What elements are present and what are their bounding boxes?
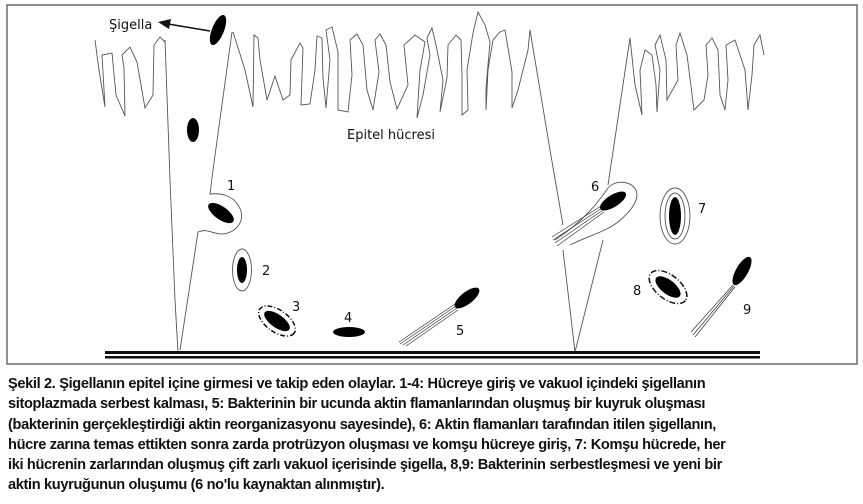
step-label-9: 9 bbox=[743, 303, 751, 318]
shigella-infection-diagram: Şigella Epitel hücresi 1 2 bbox=[6, 4, 858, 365]
caption-line: iki hücrenin zarlarından oluşmuş çift za… bbox=[8, 457, 722, 474]
basement-membrane bbox=[105, 351, 760, 359]
bacterium-7-inner-membrane bbox=[664, 192, 686, 240]
step-label-4: 4 bbox=[344, 311, 352, 326]
bacterium-9 bbox=[732, 256, 752, 286]
microvilli-left bbox=[94, 36, 166, 117]
bacterium-3-vacuole bbox=[257, 305, 297, 337]
caption-line: sitoplazmada serbest kalması, 5: Bakteri… bbox=[8, 396, 706, 413]
cell-boundaries bbox=[164, 29, 638, 353]
caption-line: Şekil 2. Şigellanın epitel içine girmesi… bbox=[8, 376, 706, 392]
shigella-label: Şigella bbox=[109, 18, 152, 33]
figure-frame bbox=[6, 4, 858, 365]
step-label-1: 1 bbox=[227, 179, 235, 194]
caption-line: aktin kuyruğunun oluşumu (6 no'lu kaynak… bbox=[8, 477, 385, 494]
step-label-3: 3 bbox=[292, 300, 300, 315]
actin-tail-9 bbox=[690, 284, 736, 338]
epithelial-cell-label: Epitel hücresi bbox=[347, 128, 435, 143]
bacterium-4 bbox=[333, 327, 365, 337]
bacterium-6 bbox=[599, 191, 627, 211]
bacterium-2 bbox=[237, 257, 247, 283]
step-label-8: 8 bbox=[633, 284, 641, 299]
step-label-7: 7 bbox=[698, 202, 706, 217]
right-cell-boundary-lower bbox=[562, 249, 576, 353]
step-label-5: 5 bbox=[456, 324, 464, 339]
right-cell-boundary-2-lower bbox=[574, 239, 604, 353]
bacterium-entering bbox=[209, 14, 227, 46]
figure-caption: Şekil 2. Şigellanın epitel içine girmesi… bbox=[8, 374, 858, 496]
caption-line: (bakterinin gerçekleştirdiği aktin reorg… bbox=[8, 416, 716, 433]
bacterium-8 bbox=[655, 276, 681, 298]
bacterium-8-vacuole bbox=[648, 269, 688, 305]
bacterium-7 bbox=[669, 197, 681, 235]
step-labels: 1 2 3 4 5 6 7 8 9 bbox=[227, 179, 751, 339]
microvilli bbox=[94, 10, 765, 119]
bacterium-2-vacuole bbox=[232, 248, 252, 292]
bacterium-1 bbox=[208, 202, 234, 224]
bacterium-7-outer-membrane bbox=[659, 187, 691, 245]
right-cell-boundary bbox=[529, 29, 564, 226]
microvilli-right bbox=[629, 31, 765, 116]
bacterium-5 bbox=[454, 287, 480, 309]
actin-tail-6 bbox=[551, 205, 605, 247]
microvilli-middle bbox=[232, 10, 531, 119]
caption-line: hücre zarına temas ettikten sonra zarda … bbox=[8, 436, 726, 453]
step-label-6: 6 bbox=[591, 180, 599, 195]
arrow-icon bbox=[158, 19, 211, 32]
protrusion-6 bbox=[554, 181, 638, 246]
actin-tail-5 bbox=[398, 303, 459, 347]
step-label-2: 2 bbox=[262, 264, 270, 279]
bacteria bbox=[187, 14, 752, 347]
left-cell-boundary bbox=[164, 39, 179, 353]
bacterium-inside bbox=[187, 118, 199, 142]
right-cell-boundary-2 bbox=[607, 37, 631, 186]
bacterium-3 bbox=[264, 310, 290, 332]
left-cell-boundary-protrusion bbox=[179, 31, 242, 351]
